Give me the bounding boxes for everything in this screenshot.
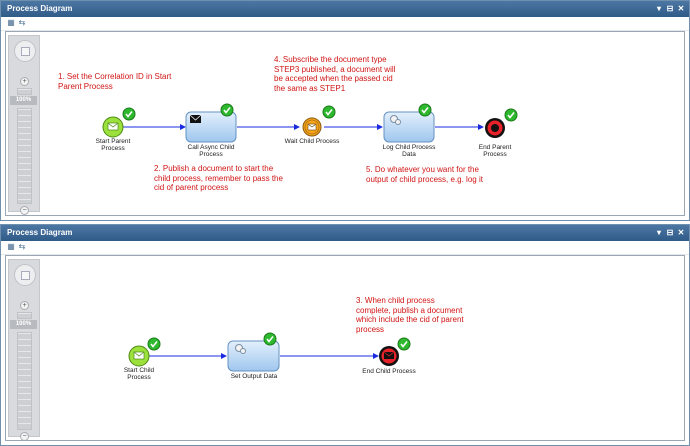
envelope-filled-icon — [384, 352, 394, 359]
node-label: Set Output Data — [230, 373, 278, 380]
panel-title: Process Diagram — [7, 4, 73, 13]
node-label: End Parent Process — [478, 144, 512, 158]
diagram-canvas[interactable]: + 100% − — [5, 255, 685, 441]
check-icon — [418, 103, 432, 117]
node-label: End Child Process — [362, 368, 416, 375]
pan-control[interactable] — [14, 264, 36, 286]
end-event[interactable] — [379, 346, 399, 366]
annotation-step-4: 4. Subscribe the document type STEP3 pub… — [274, 55, 396, 93]
check-icon — [397, 337, 411, 351]
check-icon — [220, 103, 234, 117]
zoom-slider[interactable] — [17, 332, 32, 430]
annotation-step-2: 2. Publish a document to start the child… — [154, 164, 283, 192]
layout-icon[interactable]: ▦ — [7, 18, 15, 27]
node-label: Call Async Child Process — [187, 144, 235, 158]
restore-icon[interactable]: ⊟ — [666, 4, 674, 13]
check-icon — [322, 105, 336, 119]
diagram-toolbar: ▦ ⇆ — [1, 241, 689, 255]
diagram-graphics — [128, 332, 411, 372]
fit-view-icon[interactable]: ⇆ — [18, 242, 26, 251]
wait-intermediate-event[interactable] — [302, 117, 322, 137]
check-icon — [263, 332, 277, 346]
layout-icon[interactable]: ▦ — [7, 242, 15, 251]
process-diagram-panel-bottom: Process Diagram ▾ ⊟ ✕ ▦ ⇆ + 100% − — [0, 224, 690, 446]
end-event[interactable] — [485, 118, 505, 138]
envelope-icon — [133, 351, 145, 360]
set-output-task[interactable] — [227, 340, 280, 372]
start-event[interactable] — [102, 116, 124, 138]
diagram-canvas[interactable]: + 100% − — [5, 31, 685, 216]
zoom-in-button[interactable]: + — [20, 77, 29, 86]
close-icon[interactable]: ✕ — [677, 228, 685, 237]
zoom-track[interactable] — [17, 88, 32, 95]
zoom-out-button[interactable]: − — [20, 432, 29, 440]
check-icon — [504, 108, 518, 122]
annotation-step-1: 1. Set the Correlation ID in Start Paren… — [58, 72, 172, 91]
log-data-task[interactable] — [383, 111, 435, 143]
check-icon — [147, 337, 161, 351]
call-async-task[interactable] — [185, 111, 237, 143]
panel-title: Process Diagram — [7, 228, 73, 237]
zoom-level: 100% — [10, 96, 37, 105]
node-label: Wait Child Process — [284, 138, 340, 145]
diagram-graphics — [102, 103, 518, 143]
chevron-down-icon[interactable]: ▾ — [656, 4, 661, 13]
node-label: Start Parent Process — [95, 138, 131, 152]
node-label: Log Child Process Data — [382, 144, 436, 158]
annotation-step-3: 3. When child process complete, publish … — [356, 296, 464, 334]
check-icon — [122, 107, 136, 121]
diagram-toolbar: ▦ ⇆ — [1, 17, 689, 31]
start-event[interactable] — [128, 345, 150, 367]
panel-title-bar: Process Diagram ▾ ⊟ ✕ — [1, 225, 689, 241]
zoom-control: + 100% − — [8, 35, 40, 215]
close-icon[interactable]: ✕ — [677, 4, 685, 13]
zoom-track[interactable] — [17, 312, 32, 319]
zoom-level: 100% — [10, 320, 37, 329]
restore-icon[interactable]: ⊟ — [666, 228, 674, 237]
process-diagram-panel-top: Process Diagram ▾ ⊟ ✕ ▦ ⇆ + 100% − — [0, 0, 690, 221]
chevron-down-icon[interactable]: ▾ — [656, 228, 661, 237]
envelope-filled-icon — [190, 115, 201, 123]
zoom-out-button[interactable]: − — [20, 206, 29, 215]
pan-control[interactable] — [14, 40, 36, 62]
zoom-control: + 100% − — [8, 259, 40, 440]
zoom-in-button[interactable]: + — [20, 301, 29, 310]
annotation-step-5: 5. Do whatever you want for the output o… — [366, 165, 483, 184]
panel-title-bar: Process Diagram ▾ ⊟ ✕ — [1, 1, 689, 17]
zoom-slider[interactable] — [17, 108, 32, 204]
node-label: Start Child Process — [123, 367, 155, 381]
fit-view-icon[interactable]: ⇆ — [18, 18, 26, 27]
envelope-icon — [107, 122, 119, 131]
